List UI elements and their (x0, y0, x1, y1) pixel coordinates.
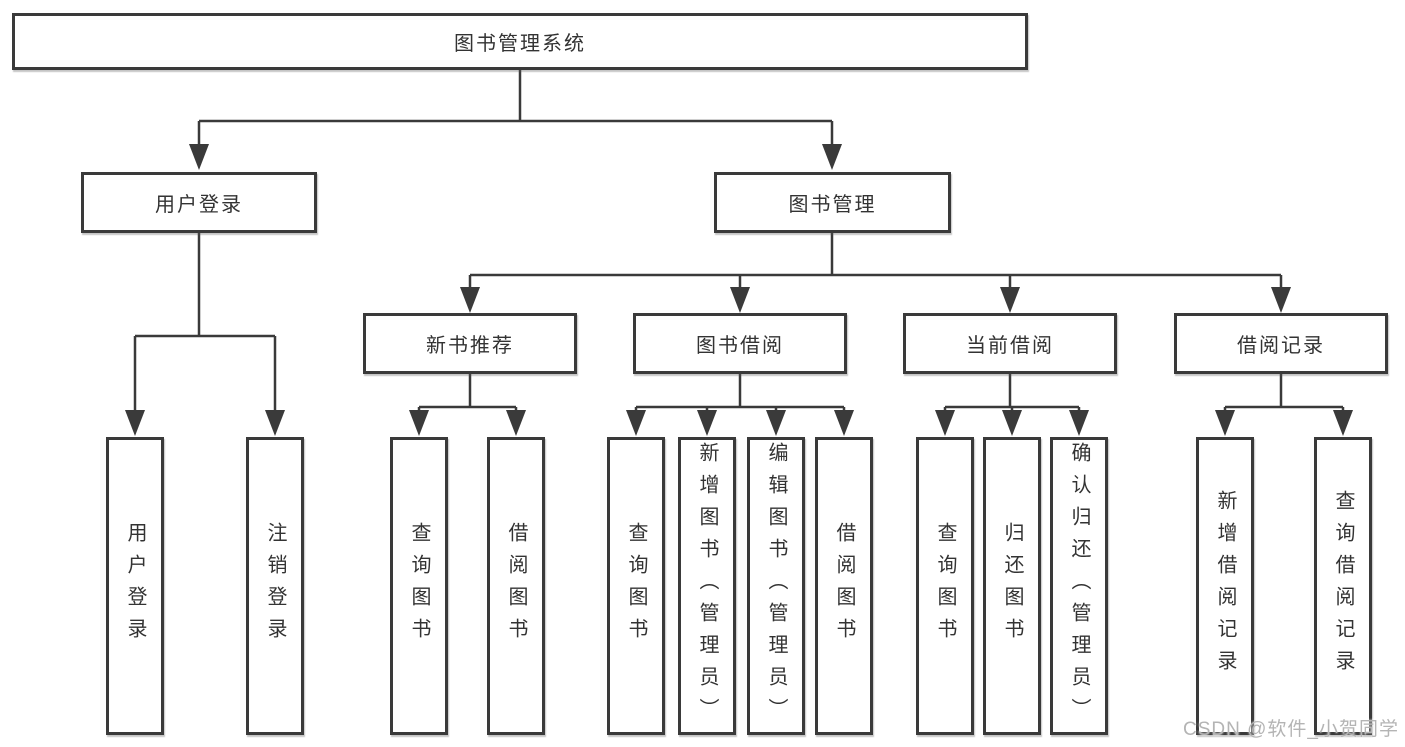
node-label: 用户登录 (155, 194, 243, 216)
node-label: 新增借阅记录 (1214, 490, 1236, 682)
node-label: 图书借阅 (696, 335, 784, 357)
leaf-query-books-recommend: 查询图书 (390, 437, 448, 735)
node-new-book-recommendation: 新书推荐 (363, 313, 577, 374)
leaf-confirm-return-admin: 确认归还（管理员） (1050, 437, 1108, 735)
leaf-add-borrow-record: 新增借阅记录 (1196, 437, 1254, 735)
node-label: 查询图书 (408, 522, 430, 650)
node-label: 新增图书（管理员） (696, 442, 718, 730)
node-label: 当前借阅 (966, 335, 1054, 357)
leaf-borrow-books: 借阅图书 (815, 437, 873, 735)
node-label: 注销登录 (264, 522, 286, 650)
node-label: 图书管理 (788, 194, 877, 216)
node-label: 新书推荐 (426, 335, 514, 357)
leaf-edit-books-admin: 编辑图书（管理员） (747, 437, 805, 735)
edge-borrow-records-stems (1223, 407, 1345, 416)
node-label: 借阅记录 (1237, 335, 1325, 357)
node-book-borrowing: 图书借阅 (633, 313, 847, 374)
leaf-query-books-current: 查询图书 (916, 437, 974, 735)
leaf-borrow-books-recommend: 借阅图书 (487, 437, 545, 735)
node-label: 查询图书 (625, 522, 647, 650)
node-borrowing-records: 借阅记录 (1174, 313, 1388, 374)
leaf-return-books: 归还图书 (983, 437, 1041, 735)
edge-book-borrow-stems (634, 407, 846, 416)
node-label: 用户登录 (124, 522, 146, 650)
arrowheads (125, 144, 1353, 436)
leaf-add-books-admin: 新增图书（管理员） (678, 437, 736, 735)
node-current-borrowing: 当前借阅 (903, 313, 1117, 374)
node-label: 确认归还（管理员） (1068, 442, 1090, 730)
leaf-query-books-borrow: 查询图书 (607, 437, 665, 735)
edge-new-book-stems (417, 407, 518, 416)
node-label: 借阅图书 (833, 522, 855, 650)
leaf-logout: 注销登录 (246, 437, 304, 735)
node-user-login: 用户登录 (81, 172, 317, 233)
node-library-management-system: 图书管理系统 (12, 13, 1028, 70)
node-label: 查询借阅记录 (1332, 490, 1354, 682)
csdn-watermark: CSDN @软件_小贺同学 (1183, 719, 1399, 740)
node-label: 归还图书 (1001, 522, 1023, 650)
node-label: 查询图书 (934, 522, 956, 650)
leaf-query-borrow-record: 查询借阅记录 (1314, 437, 1372, 735)
node-book-management: 图书管理 (714, 172, 951, 233)
leaf-user-login: 用户登录 (106, 437, 164, 735)
node-label: 编辑图书（管理员） (765, 442, 787, 730)
node-label: 图书管理系统 (454, 33, 586, 55)
node-label: 借阅图书 (505, 522, 527, 650)
